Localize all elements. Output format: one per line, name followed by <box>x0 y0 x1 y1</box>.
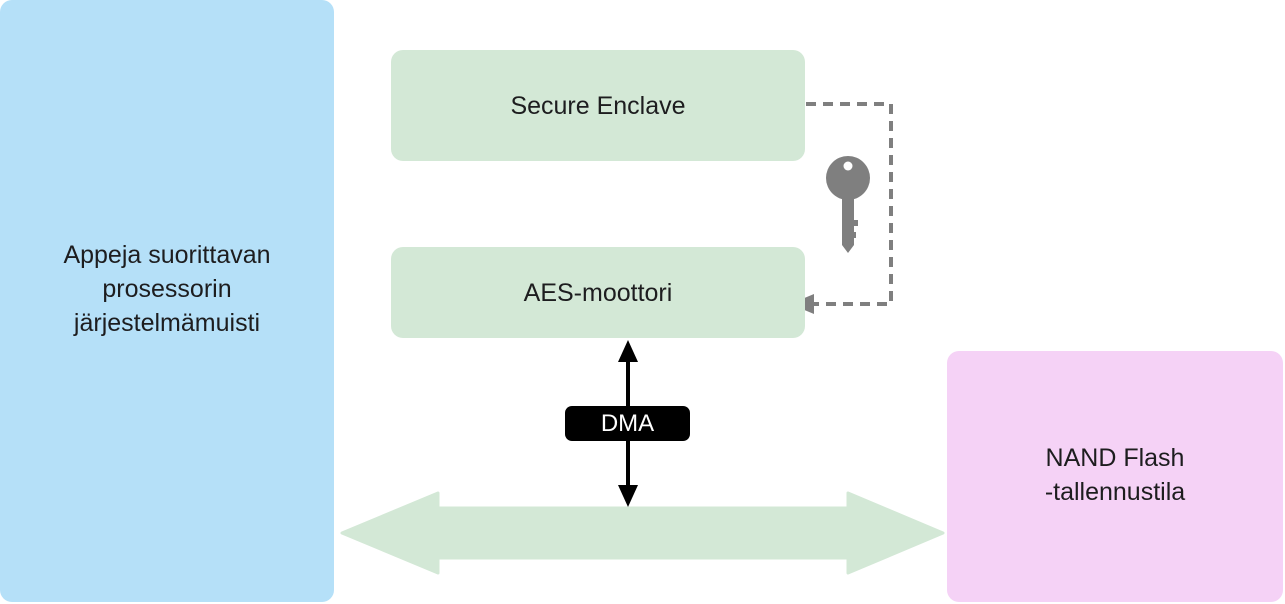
key-icon <box>826 156 870 253</box>
dma-arrowhead-down <box>618 485 638 507</box>
secure-enclave-block: Secure Enclave <box>391 50 805 161</box>
nand-flash-label: NAND Flash -tallennustila <box>1044 443 1186 506</box>
key-path-dashed-line <box>806 102 893 306</box>
dma-arrowhead-up <box>618 340 638 362</box>
dma-label: DMA <box>600 409 655 437</box>
system-memory-label: Appeja suorittavan prosessorin järjestel… <box>63 241 271 337</box>
aes-engine-label: AES-moottori <box>523 278 673 307</box>
dma-badge: DMA <box>565 406 690 441</box>
system-memory-block: Appeja suorittavan prosessorin järjestel… <box>0 0 334 602</box>
aes-engine-block: AES-moottori <box>391 247 805 338</box>
bus-double-arrow <box>340 491 945 575</box>
nand-flash-block: NAND Flash -tallennustila <box>947 351 1283 602</box>
secure-enclave-label: Secure Enclave <box>510 91 686 120</box>
